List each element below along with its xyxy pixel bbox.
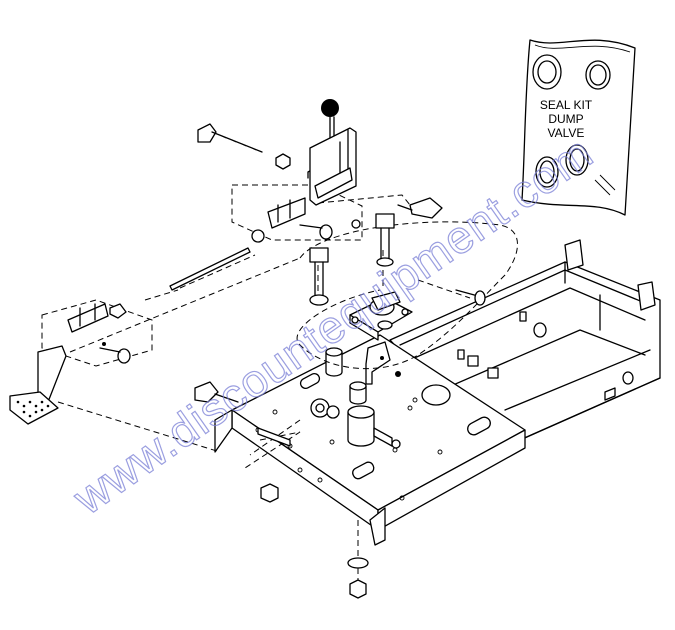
spacer bbox=[349, 385, 367, 405]
nut-icon bbox=[109, 303, 127, 319]
frame-clip bbox=[467, 355, 479, 367]
frame-tab bbox=[637, 281, 656, 311]
seal-kit-label: SEAL KIT bbox=[540, 98, 593, 112]
washer-icon bbox=[377, 320, 393, 330]
frame-clip bbox=[487, 367, 499, 379]
washer-icon bbox=[376, 257, 394, 267]
deck-flange bbox=[214, 409, 233, 453]
nut-icon bbox=[349, 579, 367, 599]
clevis-bracket bbox=[267, 197, 306, 229]
seal-ring-icon bbox=[532, 54, 562, 90]
deck-hole bbox=[421, 384, 451, 406]
pedal-arm bbox=[37, 345, 67, 403]
bolt-icon bbox=[309, 247, 329, 263]
deck-slot bbox=[299, 373, 321, 389]
pin bbox=[257, 427, 291, 447]
bolt-icon bbox=[194, 381, 219, 403]
bolt-icon bbox=[375, 213, 395, 229]
control-lever-assembly bbox=[197, 99, 486, 330]
nut-icon bbox=[260, 483, 279, 503]
deck-flange bbox=[369, 507, 386, 546]
o-ring-icon bbox=[535, 156, 559, 188]
clevis-pin bbox=[117, 348, 131, 364]
nut-icon bbox=[275, 153, 291, 170]
lower-hardware bbox=[194, 381, 369, 599]
bolt-icon bbox=[409, 197, 443, 219]
nut-icon bbox=[251, 229, 265, 243]
seal-ring-icon bbox=[585, 60, 611, 90]
valve-body bbox=[347, 411, 375, 447]
deck-slot bbox=[467, 416, 491, 436]
pump-assembly bbox=[310, 291, 413, 449]
washer-icon bbox=[347, 557, 369, 569]
pedal-assembly bbox=[9, 303, 131, 425]
deck-plate bbox=[214, 334, 526, 546]
deck-slot bbox=[352, 461, 375, 480]
pedal-bracket bbox=[67, 303, 109, 333]
frame-tab bbox=[564, 239, 584, 271]
clevis-pin bbox=[319, 224, 333, 240]
seal-kit-label-valve: VALVE bbox=[548, 126, 585, 140]
lever-knob-icon bbox=[321, 99, 339, 117]
control-rod bbox=[109, 247, 251, 319]
seal-kit-inset: SEAL KIT DUMP VALVE bbox=[521, 39, 636, 216]
seal-kit-label-dump: DUMP bbox=[548, 112, 583, 126]
bolt-icon bbox=[197, 123, 217, 143]
valve-bracket bbox=[365, 341, 391, 385]
washer-icon bbox=[309, 294, 329, 306]
o-ring-icon bbox=[565, 144, 589, 176]
foot-pedal bbox=[9, 391, 59, 425]
